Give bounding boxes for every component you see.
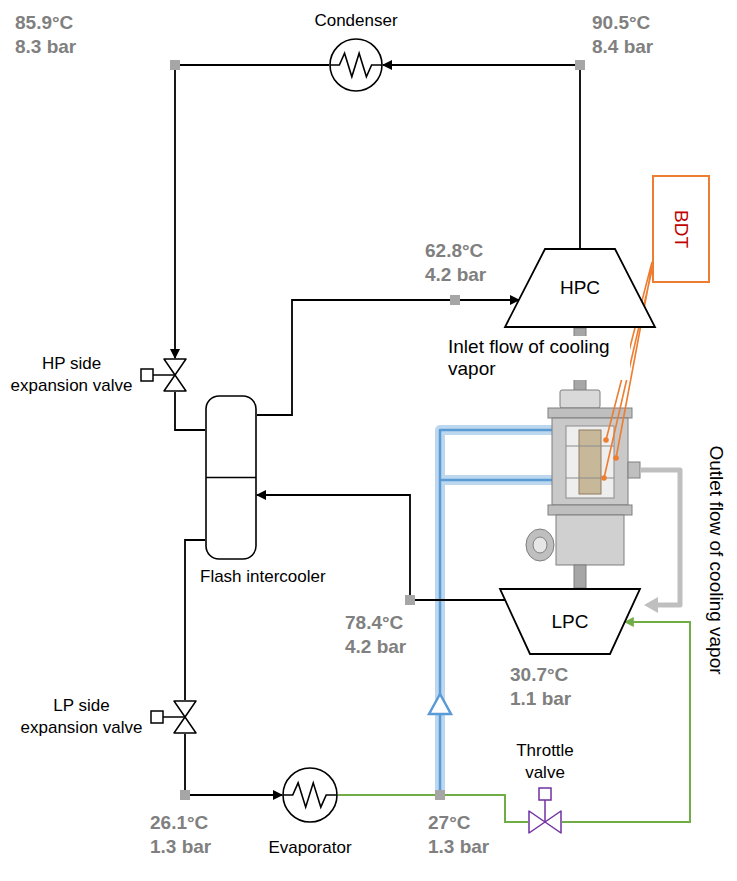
pipe-connector: [185, 540, 205, 700]
component-name: BDT: [670, 210, 692, 248]
expansion-valve-outline: [173, 700, 197, 734]
measuring-point: [450, 295, 460, 305]
state-point-value: 85.9°C: [15, 12, 73, 34]
flow-note: Outlet flow of cooling vapor: [705, 445, 727, 674]
compressor: HPC: [505, 248, 655, 328]
state-point-value: 78.4°C: [345, 612, 403, 634]
pipe-connector: [383, 65, 580, 248]
state-point-value: 8.4 bar: [592, 36, 653, 58]
state-point-value: 26.1°C: [150, 812, 208, 834]
outlet-vapor-pipe: [640, 470, 680, 613]
component-label: Condenser: [314, 10, 397, 32]
bdt-box: BDT: [652, 175, 710, 283]
expansion-valve-outline: [163, 358, 187, 392]
state-point-value: 1.3 bar: [428, 836, 489, 858]
component-label: Evaporator: [268, 837, 351, 859]
flow-note: Inlet flow of cooling vapor: [448, 336, 630, 380]
state-point-value: 90.5°C: [592, 12, 650, 34]
state-point-value: 1.1 bar: [510, 688, 571, 710]
throttle-valve-outline: [528, 810, 562, 834]
state-point-value: 4.2 bar: [425, 264, 486, 286]
component-label: LP side expansion valve: [14, 695, 149, 739]
state-point-value: 4.2 bar: [345, 636, 406, 658]
component-label: Flash intercooler: [200, 566, 326, 588]
compressor: LPC: [500, 588, 640, 655]
flash-intercooler-outline: [205, 395, 257, 560]
component-name: HPC: [560, 277, 600, 299]
pipe-connector: [175, 392, 205, 430]
state-point-value: 30.7°C: [510, 664, 568, 686]
expansion-valve: LP side expansion valve: [173, 700, 197, 734]
state-point-value: 62.8°C: [425, 240, 483, 262]
flash-intercooler: Flash intercooler: [205, 395, 257, 560]
evaporator-coil-outline: [282, 767, 338, 823]
state-point-value: 1.3 bar: [150, 836, 211, 858]
pipe-connector: [185, 734, 282, 795]
condenser-coil: Condenser: [329, 38, 383, 92]
measuring-point: [405, 595, 415, 605]
measuring-point: [435, 790, 445, 800]
state-point-value: 8.3 bar: [15, 36, 76, 58]
measuring-point: [575, 60, 585, 70]
valve-actuators: [141, 369, 551, 822]
component-label: Throttle valve: [503, 740, 587, 784]
measuring-point: [170, 60, 180, 70]
throttle-valve: Throttle valve: [528, 810, 562, 834]
pipe-connector: [175, 65, 329, 358]
component-label: HP side expansion valve: [4, 353, 139, 397]
component-name: LPC: [552, 611, 589, 633]
condenser-coil-outline: [329, 38, 383, 92]
expansion-valve: HP side expansion valve: [163, 358, 187, 392]
measuring-point: [180, 790, 190, 800]
evaporator-coil: Evaporator: [282, 767, 338, 823]
state-point-value: 27°C: [428, 812, 470, 834]
